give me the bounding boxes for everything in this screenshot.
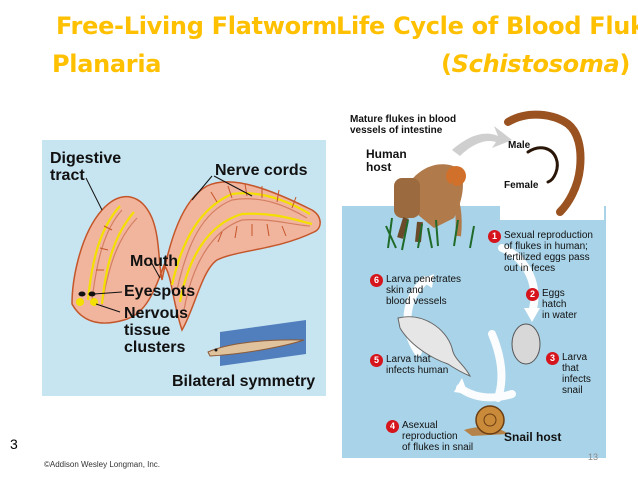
step-1-text: Sexual reproduction of flukes in human; … [504, 230, 593, 274]
step-2-badge: 2 [526, 288, 539, 301]
label-bilateral-symmetry: Bilateral symmetry [172, 373, 316, 390]
schistosoma-illustration [342, 108, 606, 458]
title-planaria-name: Planaria [52, 50, 162, 78]
step-6-text: Larva penetrates skin and blood vessels [386, 274, 462, 307]
planaria-illustration [42, 140, 326, 396]
step-5-text: Larva that infects human [386, 354, 449, 376]
copyright-text: ©Addison Wesley Longman, Inc. [44, 460, 161, 469]
step-2-text: Eggs hatch in water [542, 288, 578, 321]
step-3-text: Larva that infects snail [562, 352, 591, 396]
step-1-badge: 1 [488, 230, 501, 243]
label-mature-flukes: Mature flukes in blood vessels of intest… [350, 114, 457, 136]
title-schistosoma-name: (Schistosoma) [441, 50, 631, 78]
planaria-diagram: Digestive tract Nerve cords Mouth Eyespo… [42, 140, 326, 396]
label-female: Female [504, 180, 539, 191]
step-4-badge: 4 [386, 420, 399, 433]
label-digestive-tract: Digestive tract [50, 150, 122, 184]
label-human-host: Human host [366, 147, 407, 174]
human-figure [394, 164, 466, 243]
label-nervous-tissue-clusters: Nervous tissue clusters [124, 305, 189, 356]
label-mouth: Mouth [130, 253, 178, 270]
label-nerve-cords: Nerve cords [215, 162, 308, 179]
step-6-badge: 6 [370, 274, 383, 287]
label-male: Male [508, 140, 531, 151]
schistosoma-diagram: Mature flukes in blood vessels of intest… [342, 108, 606, 458]
label-eyespots: Eyespots [124, 283, 196, 300]
snail [464, 405, 508, 436]
step-4-text: Asexual reproduction of flukes in snail [402, 420, 474, 453]
label-snail-host: Snail host [504, 430, 562, 444]
step-3-badge: 3 [546, 352, 559, 365]
slide-number: 13 [588, 452, 599, 462]
title-planaria-heading: Free-Living Flatworm [56, 12, 338, 40]
left-page-number: 3 [10, 436, 18, 452]
title-schistosoma-heading: Life Cycle of Blood Fluke [336, 12, 638, 40]
step-5-badge: 5 [370, 354, 383, 367]
